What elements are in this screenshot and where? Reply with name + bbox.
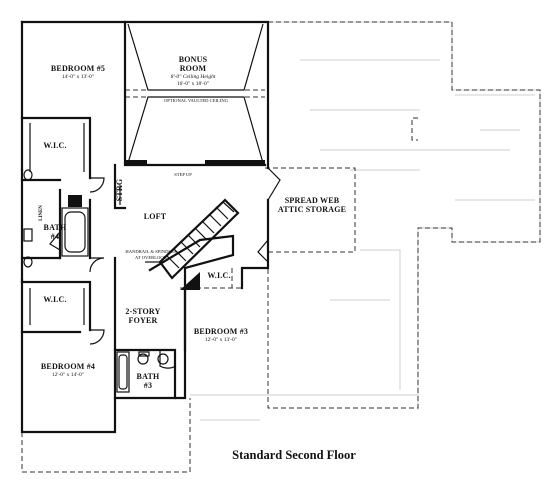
bedroom5-dim: 14'-0" x 13'-0" — [62, 74, 94, 80]
linen-name: LINEN — [39, 205, 44, 221]
bonus-name-line2: ROOM — [180, 64, 207, 73]
room-labels: BEDROOM #5 14'-0" x 13'-0" BONUS ROOM 8'… — [39, 55, 346, 390]
exterior-walls — [20, 20, 270, 434]
bedroom4-name: BEDROOM #4 — [41, 362, 95, 371]
bath3-name: BATH — [137, 372, 160, 381]
bonus-room-slope-lines — [127, 23, 264, 164]
bonus-ceiling: 8'-0" Ceiling Height — [171, 74, 216, 80]
bonus-note: OPTIONAL VAULTED CEILING — [164, 98, 229, 103]
bedroom5-name: BEDROOM #5 — [51, 64, 105, 73]
wic-upper-name: W.I.C. — [43, 141, 66, 150]
step-up-name: STEP UP — [174, 172, 192, 177]
foyer-line1: 2-STORY — [125, 307, 160, 316]
bath4-name: BATH — [44, 223, 67, 232]
attic-line2: ATTIC STORAGE — [278, 205, 346, 214]
ghost-lines — [190, 21, 541, 421]
loft-name: LOFT — [144, 212, 167, 221]
bedroom4-dim: 12'-0" x 14'-0" — [52, 372, 84, 378]
attic-line1: SPREAD WEB — [285, 196, 340, 205]
foyer-line2: FOYER — [129, 316, 158, 325]
wic-mid-name: W.I.C. — [207, 271, 230, 280]
bath3-num: #3 — [144, 381, 152, 390]
bedroom3-dim: 12'-0" x 13'-0" — [205, 337, 237, 343]
handrail-line1: HANDRAIL & SPINDLES — [125, 249, 177, 254]
door-swings — [49, 167, 281, 369]
interior-walls — [20, 20, 267, 400]
plan-caption: Standard Second Floor — [232, 448, 356, 462]
bedroom3-name: BEDROOM #3 — [194, 327, 248, 336]
knee-wall-fills — [68, 160, 265, 290]
handrail-line2: AT OVERLOOK — [135, 255, 168, 260]
bath-fixtures — [23, 169, 169, 393]
staircase — [145, 198, 240, 280]
strg-name: STRG — [115, 179, 124, 202]
bonus-dim: 16'-0" x 18'-0" — [177, 81, 209, 87]
bath4-num: #4 — [51, 232, 59, 241]
bonus-name-line1: BONUS — [179, 55, 208, 64]
wic-lower-name: W.I.C. — [43, 295, 66, 304]
